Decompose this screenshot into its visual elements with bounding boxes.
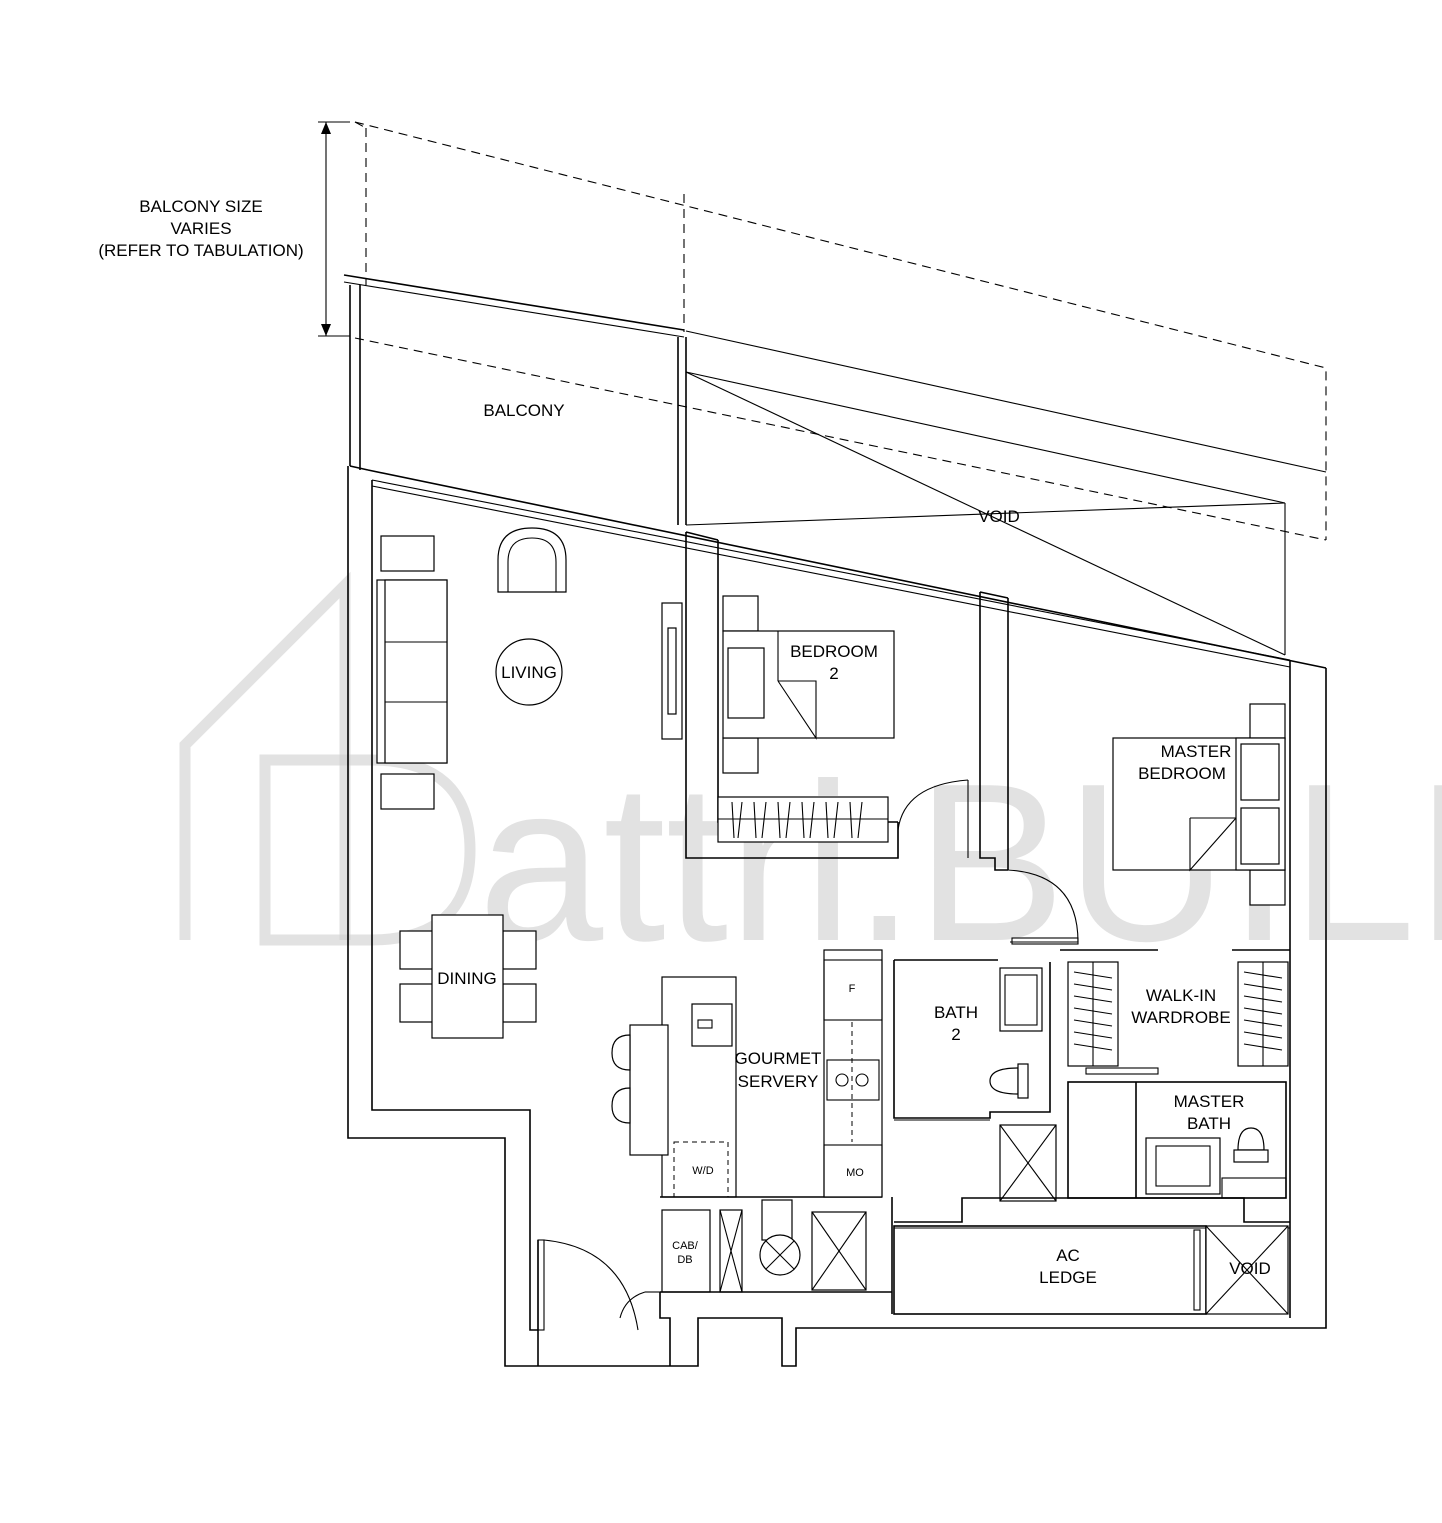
master-bedroom-furniture xyxy=(1112,703,1286,906)
servery-label-1: GOURMET xyxy=(735,1049,822,1068)
balcony-area xyxy=(343,274,687,525)
servery-area xyxy=(611,949,883,1198)
living-furniture xyxy=(376,527,683,810)
balcony-note-line-2: VARIES xyxy=(170,219,231,238)
watermark-text: attri.BUILD xyxy=(478,736,1442,988)
balcony-extent-dashed xyxy=(354,121,1327,541)
walk-in-wardrobe-area xyxy=(1060,949,1290,1075)
utility-strip xyxy=(660,1197,893,1314)
cab-db-label-1: CAB/ xyxy=(672,1240,699,1252)
master-bedroom-label-2: BEDROOM xyxy=(1138,764,1226,783)
bath2-label-1: BATH xyxy=(934,1003,978,1022)
master-bath-label-2: BATH xyxy=(1187,1114,1231,1133)
living-label: LIVING xyxy=(501,663,557,682)
balcony-label: BALCONY xyxy=(483,401,564,420)
bedroom2-label-1: BEDROOM xyxy=(790,642,878,661)
master-bedroom-label-1: MASTER xyxy=(1161,742,1232,761)
top-void-label: VOID xyxy=(978,507,1020,526)
balcony-dimension-marker xyxy=(318,121,350,337)
wardrobe-label-1: WALK-IN xyxy=(1146,986,1216,1005)
servery-label-2: SERVERY xyxy=(738,1072,819,1091)
bath2-label-2: 2 xyxy=(951,1025,960,1044)
master-bath-area xyxy=(1067,1081,1287,1199)
microwave-label: MO xyxy=(846,1167,864,1179)
master-bedroom-door xyxy=(1007,869,1079,945)
fridge-label: F xyxy=(849,983,856,995)
balcony-note-line-3: (REFER TO TABULATION) xyxy=(98,241,303,260)
balcony-note-line-1: BALCONY SIZE xyxy=(139,197,262,216)
dining-furniture xyxy=(399,914,537,1039)
watermark-d-glyph xyxy=(259,754,476,946)
dining-label: DINING xyxy=(437,969,497,988)
ac-ledge-area xyxy=(893,1197,1290,1315)
ac-ledge-label-2: LEDGE xyxy=(1039,1268,1097,1287)
entrance-door xyxy=(537,1239,660,1331)
top-void-area xyxy=(685,330,1327,656)
bath2-area xyxy=(893,959,1057,1202)
external-walls xyxy=(347,466,1327,1367)
master-bath-label-1: MASTER xyxy=(1174,1092,1245,1111)
washer-dryer-label: W/D xyxy=(692,1165,713,1177)
cab-db-label-2: DB xyxy=(677,1254,692,1266)
wardrobe-label-2: WARDROBE xyxy=(1131,1008,1231,1027)
bottom-void-label: VOID xyxy=(1229,1259,1271,1278)
bedroom2-label-2: 2 xyxy=(829,664,838,683)
bedroom2-furniture xyxy=(717,595,969,858)
ac-ledge-label-1: AC xyxy=(1056,1246,1080,1265)
